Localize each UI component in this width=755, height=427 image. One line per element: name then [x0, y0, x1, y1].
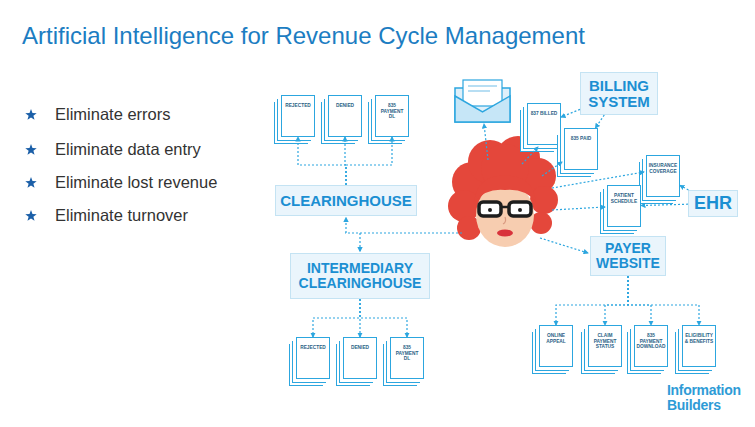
document-icon: 835 PAYMENT DL [390, 337, 424, 379]
lips [497, 230, 513, 237]
letter-line [468, 90, 490, 92]
document-label: CLAIM PAYMENT STATUS [590, 333, 620, 350]
letter-line [468, 85, 497, 87]
envelope-icon [455, 80, 510, 122]
system-box: BILLING SYSTEM [580, 72, 658, 115]
woman-face [448, 136, 558, 247]
hair-bangs [474, 176, 536, 202]
slide-title: Artificial Intelligence for Revenue Cycl… [22, 22, 585, 50]
system-box: INTERMEDIARY CLEARINGHOUSE [290, 253, 430, 299]
bullet-text: Eliminate turnover [55, 206, 188, 225]
document-label: 835 PAYMENT DOWNLOAD [636, 333, 666, 350]
system-box: CLEARINGHOUSE [275, 185, 417, 216]
document-label: INSURANCE COVERAGE [648, 163, 678, 174]
document-label: REJECTED [283, 103, 313, 109]
edge-group [298, 109, 699, 337]
leader-line [345, 218, 346, 234]
nose [503, 217, 506, 224]
document-label: 835 PAID [566, 136, 596, 142]
document-icon: 835 PAYMENT DOWNLOAD [634, 325, 668, 367]
dotted-connector [628, 276, 651, 325]
leader-line [484, 124, 488, 160]
system-box: EHR [688, 190, 738, 217]
dotted-connector [628, 276, 699, 325]
glasses-bridge [501, 206, 509, 209]
dotted-connector [556, 276, 628, 325]
system-label: CLEARINGHOUSE [280, 193, 412, 209]
bullet-star [25, 109, 36, 120]
document-label: 835 PAYMENT DL [392, 345, 422, 362]
document-icon: 835 PAID [564, 128, 598, 170]
eye [518, 208, 522, 212]
document-label: DENIED [330, 103, 360, 109]
dotted-connector [313, 299, 360, 337]
document-icon: REJECTED [281, 95, 315, 137]
envelope-letter [463, 80, 502, 106]
system-label: PAYER WEBSITE [591, 241, 665, 270]
leader-line [345, 232, 462, 233]
document-label: PATIENT SCHEDULE [609, 193, 639, 204]
document-label: 837 BILLED [529, 111, 559, 117]
system-label: EHR [694, 194, 732, 213]
bullet-star [25, 210, 36, 221]
leader-line [552, 207, 605, 210]
bullet-text: Eliminate data entry [55, 140, 201, 159]
document-label: ELIGIBILITY & BENEFITS [684, 333, 714, 344]
document-icon: CLAIM PAYMENT STATUS [588, 325, 622, 367]
eye [488, 208, 492, 212]
envelope-front [455, 96, 510, 122]
leader-line [540, 238, 588, 253]
bullet-star [25, 144, 36, 155]
dotted-connector [298, 137, 346, 185]
document-icon: REJECTED [296, 337, 330, 379]
leader-line [359, 233, 360, 252]
document-label: 835 PAYMENT DL [377, 103, 407, 120]
dotted-connector [359, 299, 360, 337]
document-icon: PATIENT SCHEDULE [607, 185, 641, 227]
glasses-lens [509, 202, 531, 216]
dotted-connector [605, 276, 628, 325]
dotted-connector [345, 137, 346, 185]
document-icon: ONLINE APPEAL [539, 325, 573, 367]
leader-line [522, 147, 538, 164]
document-icon: 835 PAYMENT DL [375, 95, 409, 137]
system-label: BILLING SYSTEM [581, 78, 657, 110]
hair-curl [530, 186, 558, 214]
dotted-connector [561, 109, 580, 117]
bullet-stars [25, 109, 36, 221]
system-box: PAYER WEBSITE [590, 236, 666, 276]
dotted-connector [641, 204, 688, 205]
document-label: ONLINE APPEAL [541, 333, 571, 344]
company-logo: Information Builders [667, 383, 751, 413]
document-icon: DENIED [343, 337, 377, 379]
glasses-lens [479, 202, 501, 216]
dotted-connector [595, 115, 604, 128]
document-icon: ELIGIBILITY & BENEFITS [682, 325, 716, 367]
dotted-connector [360, 299, 407, 337]
document-label: REJECTED [298, 345, 328, 351]
bullet-text: Eliminate lost revenue [55, 173, 217, 192]
document-icon: INSURANCE COVERAGE [646, 155, 680, 197]
bullet-star [25, 177, 36, 188]
document-icon: 837 BILLED [527, 103, 561, 145]
bullet-text: Eliminate errors [55, 105, 171, 124]
document-icon: DENIED [328, 95, 362, 137]
dotted-connector [346, 137, 392, 185]
document-label: DENIED [345, 345, 375, 351]
system-label: INTERMEDIARY CLEARINGHOUSE [291, 261, 429, 290]
leader-line [542, 162, 562, 176]
